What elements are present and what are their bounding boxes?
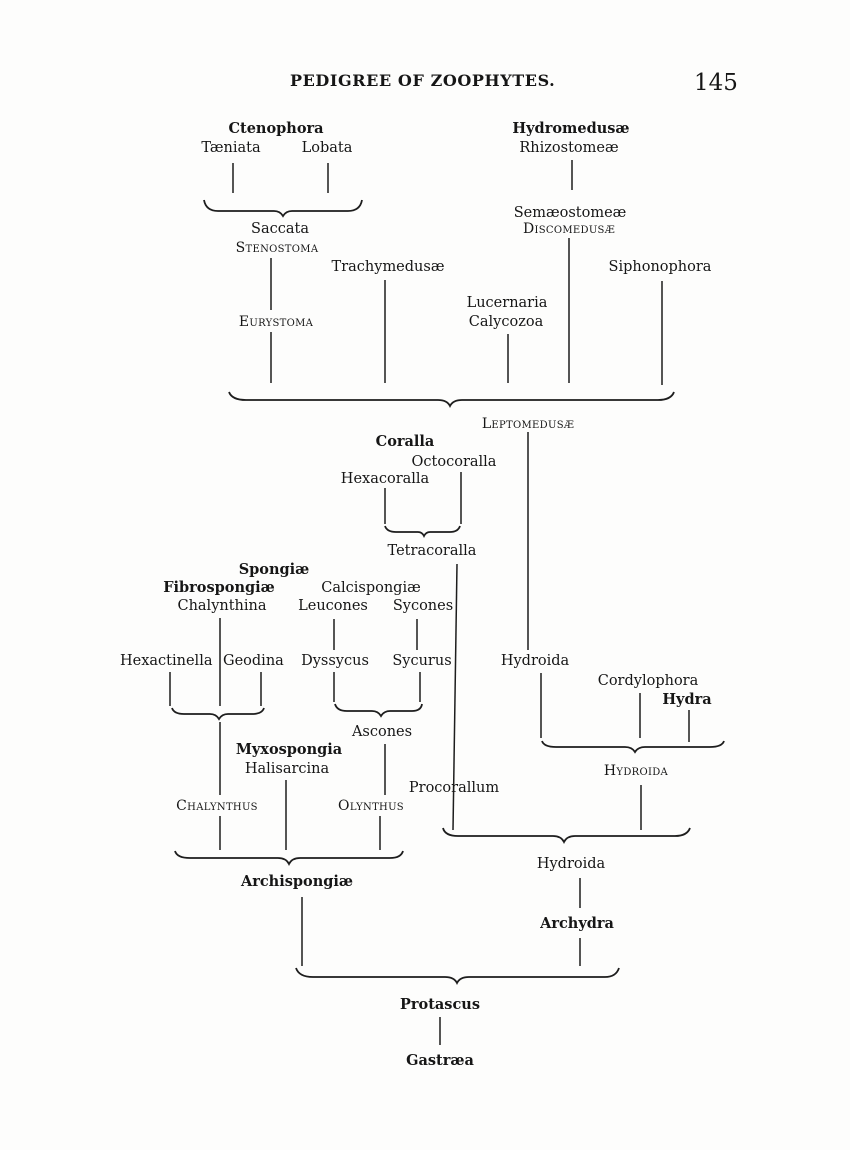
calcispongiae-brace [334,703,423,718]
node-chalynthus: Chalynthus [176,798,258,814]
node-halisarcina: Halisarcina [244,761,330,777]
node-gastraea: Gastræa [406,1052,474,1069]
node-hydroida-upper: Hydroida [500,653,570,669]
node-coralla: Coralla [375,433,435,450]
node-hydra: Hydra [662,691,712,708]
node-stenostoma: Stenostoma [235,240,319,256]
node-chalynthina: Chalynthina [177,598,267,614]
node-calcispongiae: Calcispongiæ [321,580,421,596]
node-hydroida-group: Hydroida [603,763,669,779]
node-sycones: Sycones [392,598,454,614]
node-geodina: Geodina [223,653,284,669]
node-taeniata: Tæniata [201,140,261,156]
node-calycozoa: Calycozoa [468,314,544,330]
node-olynthus: Olynthus [338,798,404,814]
node-leptomedusae: Leptomedusæ [481,416,575,432]
node-dyssycus: Dyssycus [301,653,369,669]
procorallum-stem [452,563,458,831]
node-myxospongia: Myxospongia [235,741,343,758]
node-tetracoralla: Tetracoralla [387,543,477,559]
base-brace [295,967,620,986]
node-leucones: Leucones [298,598,368,614]
fibrospongiae-brace [171,707,265,721]
node-rhizostomeae: Rhizostomeæ [519,140,619,156]
node-ctenophora: Ctenophora [228,120,324,137]
sponge-main-brace [174,850,404,867]
node-hexactinella: Hexactinella [120,653,213,669]
node-ascones: Ascones [351,724,413,740]
node-cordylophora: Cordylophora [597,673,699,689]
node-discomedusae: Discomedusæ [522,221,616,237]
node-saccata: Saccata [251,221,309,237]
node-siphonophora: Siphonophora [608,259,712,275]
node-hydroida-lower: Hydroida [536,856,606,872]
node-procorallum: Procorallum [408,780,500,796]
node-lobata: Lobata [301,140,353,156]
ctenophora-brace [203,199,363,218]
node-eurystoma: Eurystoma [238,314,314,330]
medusae-brace [228,391,675,409]
hydroida-brace [541,740,725,754]
node-hydromedusae: Hydromedusæ [512,120,630,137]
node-spongiae: Spongiæ [238,561,310,578]
node-protascus: Protascus [399,996,481,1013]
node-octocoralla: Octocoralla [411,454,497,470]
page-number: 145 [694,70,738,96]
node-archispongiae: Archispongiæ [240,873,354,890]
node-lucernaria: Lucernaria [466,295,548,311]
coralla-brace [384,525,461,539]
node-fibrospongiae: Fibrospongiæ [163,579,275,596]
procorallum-hydroida-brace [442,827,691,845]
node-hexacoralla: Hexacoralla [340,471,430,487]
node-sycurus: Sycurus [392,653,452,669]
node-semaeostomeae: Semæostomeæ [513,205,627,221]
node-archydra: Archydra [540,915,614,932]
node-trachymedusae: Trachymedusæ [331,259,445,275]
running-head: PEDIGREE OF ZOOPHYTES. [290,71,556,90]
